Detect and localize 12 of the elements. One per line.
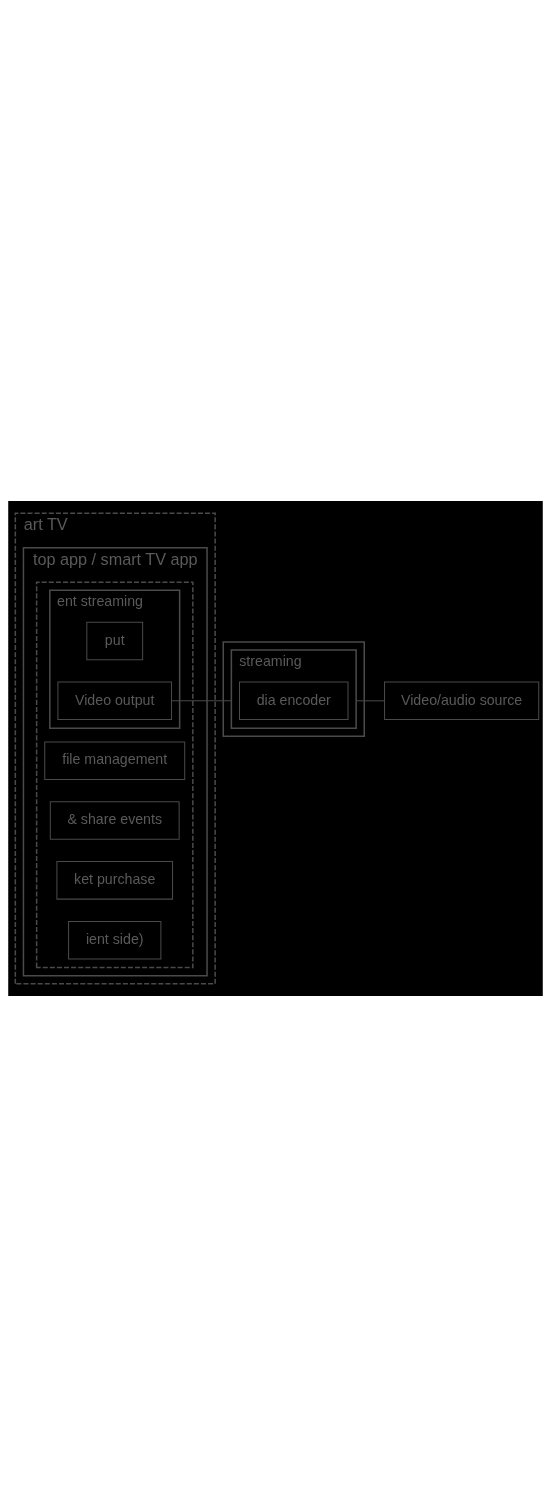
node-box: Video output: [57, 681, 173, 720]
node-box: & share events: [49, 800, 180, 840]
node-box: put: [86, 621, 144, 660]
node-box: Video/audio source: [384, 681, 540, 720]
cluster: [35, 580, 194, 968]
node-box: ket purchase: [56, 860, 174, 900]
connector: [355, 699, 385, 701]
node-box: ient side): [68, 920, 162, 959]
connector: [171, 699, 232, 701]
node-box: file management: [44, 740, 186, 780]
node-box: dia encoder: [239, 681, 349, 720]
cluster: [222, 640, 365, 737]
